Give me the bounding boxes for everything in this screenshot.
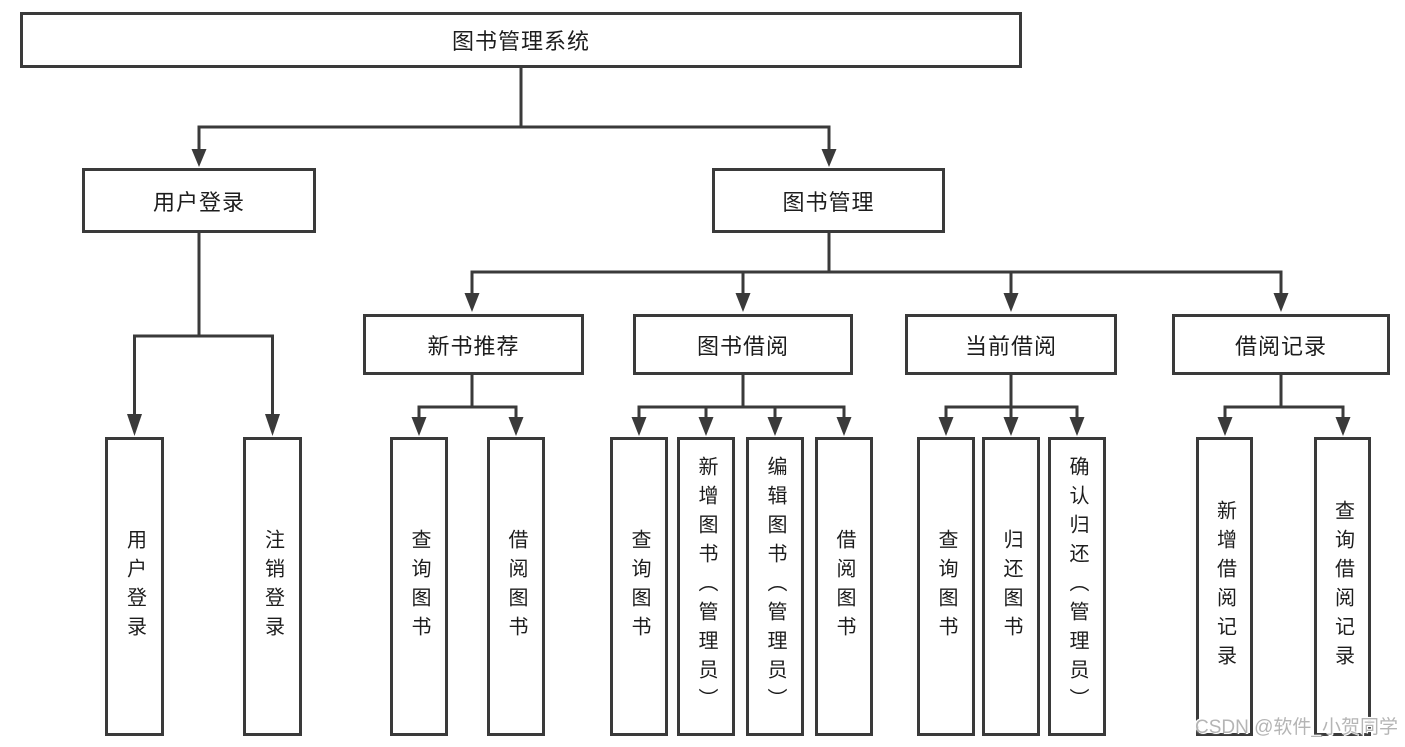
watermark: CSDN @软件_小贺同学 [1195, 717, 1398, 738]
node-book-management-label: 图书管理 [782, 189, 875, 215]
node-borrowing-records-label: 借阅记录 [1234, 333, 1327, 359]
leaf-borrow-books-recommend-label: 借阅图书 [505, 528, 527, 645]
leaf-edit-books-admin: 编辑图书（管理员） [746, 437, 804, 736]
node-new-book-recommend-label: 新书推荐 [427, 333, 520, 359]
leaf-borrow-books: 借阅图书 [815, 437, 873, 736]
leaf-add-borrow-record-label: 新增借阅记录 [1213, 499, 1236, 674]
leaf-logout-login-label: 注销登录 [261, 528, 284, 645]
node-book-borrowing-label: 图书借阅 [696, 333, 789, 359]
leaf-edit-books-admin-label: 编辑图书（管理员） [764, 456, 786, 717]
leaf-confirm-return-admin: 确认归还（管理员） [1048, 437, 1106, 736]
leaf-query-books-recommend-label: 查询图书 [408, 528, 430, 645]
leaf-query-borrow-record-label: 查询借阅记录 [1331, 499, 1354, 674]
leaf-return-books-label: 归还图书 [1000, 528, 1022, 645]
node-borrowing-records: 借阅记录 [1172, 314, 1390, 375]
leaf-user-login-label: 用户登录 [123, 528, 146, 645]
node-book-borrowing: 图书借阅 [633, 314, 853, 375]
leaf-add-borrow-record: 新增借阅记录 [1196, 437, 1253, 736]
leaf-confirm-return-admin-label: 确认归还（管理员） [1066, 456, 1088, 717]
node-current-borrowing-label: 当前借阅 [964, 333, 1057, 359]
leaf-query-books-borrowing-label: 查询图书 [628, 528, 650, 645]
arrowheads [127, 149, 1351, 436]
node-user-login-label: 用户登录 [152, 189, 245, 215]
node-root-label: 图书管理系统 [451, 29, 590, 54]
leaf-query-books-current: 查询图书 [917, 437, 975, 736]
leaf-borrow-books-label: 借阅图书 [833, 528, 855, 645]
leaf-query-books-recommend: 查询图书 [390, 437, 448, 736]
node-current-borrowing: 当前借阅 [905, 314, 1117, 375]
node-book-management: 图书管理 [712, 168, 945, 233]
leaf-return-books: 归还图书 [982, 437, 1040, 736]
leaf-query-borrow-record: 查询借阅记录 [1314, 437, 1371, 736]
leaf-add-books-admin: 新增图书（管理员） [677, 437, 735, 736]
leaf-borrow-books-recommend: 借阅图书 [487, 437, 545, 736]
leaf-user-login: 用户登录 [105, 437, 164, 736]
leaf-query-books-current-label: 查询图书 [935, 528, 957, 645]
leaf-logout-login: 注销登录 [243, 437, 302, 736]
node-new-book-recommend: 新书推荐 [363, 314, 584, 375]
leaf-query-books-borrowing: 查询图书 [610, 437, 668, 736]
node-root: 图书管理系统 [20, 12, 1022, 68]
node-user-login: 用户登录 [82, 168, 316, 233]
leaf-add-books-admin-label: 新增图书（管理员） [695, 456, 717, 717]
